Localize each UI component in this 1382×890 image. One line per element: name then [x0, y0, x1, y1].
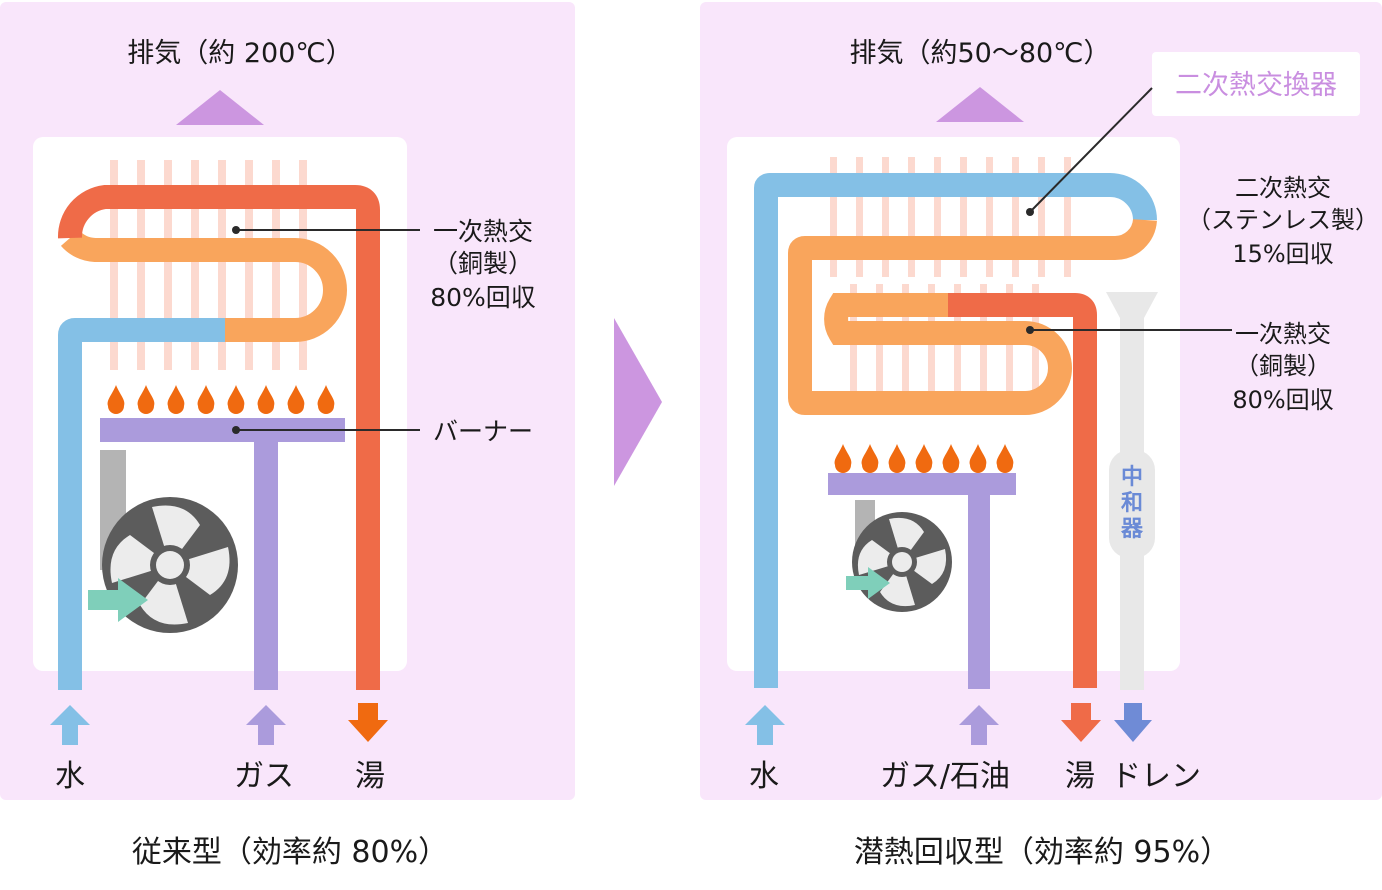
left-flames [107, 385, 335, 414]
flame-icon [167, 385, 185, 414]
fin [191, 160, 199, 370]
flame-icon [287, 385, 305, 414]
right-exhaust-label: 排気（約50〜80℃） [849, 38, 1110, 69]
secondary-hx-dot [1026, 208, 1034, 216]
left-burner-label: バーナー [433, 417, 533, 446]
right-hot-water-label: 湯 [1065, 759, 1095, 794]
left-burner-dot [232, 426, 240, 434]
fin [1064, 157, 1071, 277]
secondary-hx-line1: 二次熱交 [1235, 174, 1331, 202]
secondary-hx-line2: （ステンレス製） [1187, 206, 1379, 234]
flame-icon [317, 385, 335, 414]
flame-icon [996, 444, 1014, 473]
right-callouts [1029, 87, 1232, 331]
secondary-hx-title-box [1152, 52, 1360, 116]
left-primary-hx-line1: 一次熱交 [433, 217, 533, 246]
fin [218, 160, 226, 370]
transition-arrow [614, 318, 662, 486]
fin [882, 157, 889, 277]
fin [272, 160, 280, 370]
fin [299, 160, 307, 370]
flame-icon [137, 385, 155, 414]
flame-icon [888, 444, 906, 473]
right-water-arrow [745, 705, 785, 745]
right-drain-label: ドレン [1111, 759, 1201, 794]
flame-icon [257, 385, 275, 414]
right-cold-water-pipe [754, 173, 1157, 688]
right-water-label: 水 [749, 759, 779, 794]
right-caption: 潜熱回収型（効率約 95%） [854, 835, 1230, 870]
right-fan-icon [852, 512, 952, 612]
flame-icon [915, 444, 933, 473]
fin [960, 157, 967, 277]
right-gas-pipe [968, 484, 990, 689]
fin [164, 160, 172, 370]
fin [137, 160, 145, 370]
left-heat-exchanger-fins [110, 160, 307, 370]
flame-icon [197, 385, 215, 414]
fin [1038, 157, 1045, 277]
left-warm-pipe [60, 229, 347, 342]
right-secondary-fins [830, 157, 1071, 277]
neutralizer [1109, 450, 1155, 558]
left-hot-water-arrow [348, 703, 388, 742]
left-air-inlet-arrow [88, 578, 148, 622]
flame-icon [834, 444, 852, 473]
fin [110, 160, 118, 370]
fin [908, 157, 915, 277]
neutralizer-char-1: 中 [1121, 465, 1143, 490]
left-cold-water-pipe [58, 318, 225, 690]
right-flames [834, 444, 1014, 473]
fin [934, 157, 941, 277]
right-drain-arrow [1114, 703, 1152, 742]
right-primary-hx-line2: （銅製） [1235, 352, 1331, 380]
left-caption: 従来型（効率約 80%） [132, 835, 448, 870]
secondary-hx-line3: 15%回収 [1232, 240, 1333, 268]
right-primary-hx-dot [1026, 326, 1034, 334]
fin [856, 157, 863, 277]
left-gas-label: ガス [234, 759, 294, 794]
flame-icon [107, 385, 125, 414]
left-primary-hx-dot [232, 226, 240, 234]
secondary-hx-title: 二次熱交換器 [1175, 70, 1337, 101]
drain-funnel [1106, 292, 1158, 330]
left-callouts [236, 229, 420, 431]
left-exhaust-label: 排気（約 200℃） [127, 38, 352, 69]
right-hot-pipe [948, 293, 1097, 688]
left-primary-hx-line3: 80%回収 [430, 283, 536, 312]
left-gas-pipe [254, 430, 278, 690]
flame-icon [227, 385, 245, 414]
right-gas-oil-label: ガス/石油 [880, 759, 1010, 794]
fin [1012, 157, 1019, 277]
left-exhaust-arrow [176, 90, 264, 125]
fin [830, 157, 837, 277]
secondary-hx-leader [1029, 87, 1153, 213]
flame-icon [861, 444, 879, 473]
neutralizer-char-2: 和 [1121, 491, 1143, 516]
right-gas-arrow [959, 705, 999, 745]
right-primary-hx-line1: 一次熱交 [1235, 320, 1331, 348]
right-air-inlet-arrow [846, 567, 890, 599]
flame-icon [969, 444, 987, 473]
left-gas-arrow [246, 705, 286, 745]
fin [245, 160, 253, 370]
neutralizer-char-3: 器 [1120, 517, 1144, 542]
fin [986, 157, 993, 277]
left-hot-water-label: 湯 [355, 759, 385, 794]
right-exhaust-arrow [936, 87, 1024, 122]
left-water-arrow [50, 705, 90, 745]
right-warm-pipe [788, 218, 1157, 415]
right-primary-hx-line3: 80%回収 [1232, 386, 1333, 414]
flame-icon [942, 444, 960, 473]
left-primary-hx-line2: （銅製） [433, 249, 533, 278]
left-hot-pipe [58, 185, 380, 690]
left-water-label: 水 [55, 759, 85, 794]
right-hot-water-arrow [1061, 703, 1101, 742]
